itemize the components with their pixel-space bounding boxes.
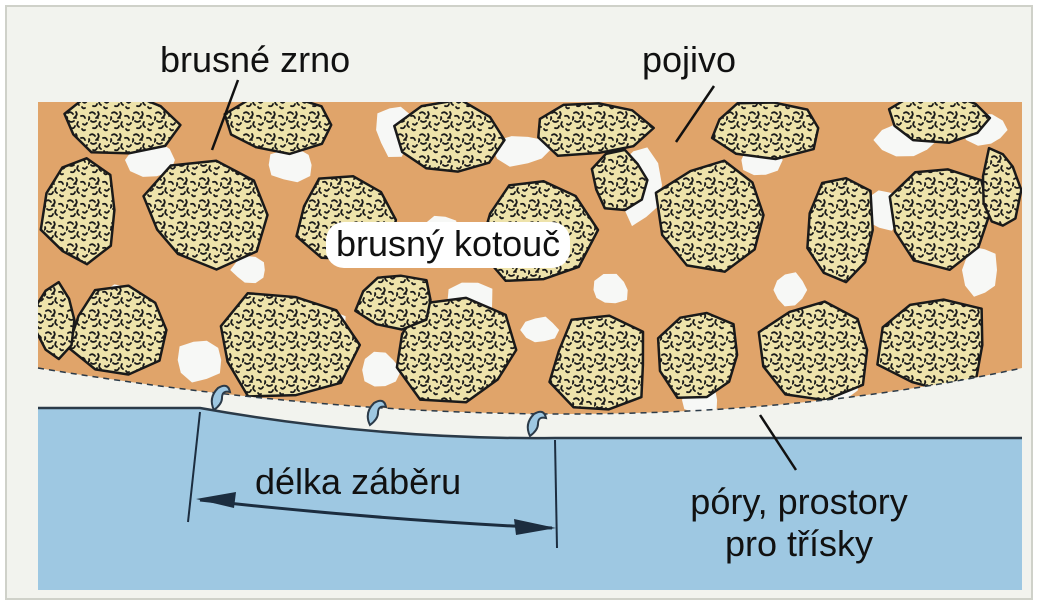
label-abrasive-grain: brusné zrno — [160, 42, 350, 78]
label-grinding-wheel: brusný kotouč — [326, 222, 570, 268]
label-pores: póry, prostory pro třísky — [634, 484, 964, 562]
label-pores-line2: pro třísky — [634, 526, 964, 562]
label-contact-length: délka záběru — [255, 464, 461, 500]
label-binder: pojivo — [642, 42, 736, 78]
abrasive-grain — [658, 313, 737, 398]
label-pores-line1: póry, prostory — [634, 484, 964, 520]
